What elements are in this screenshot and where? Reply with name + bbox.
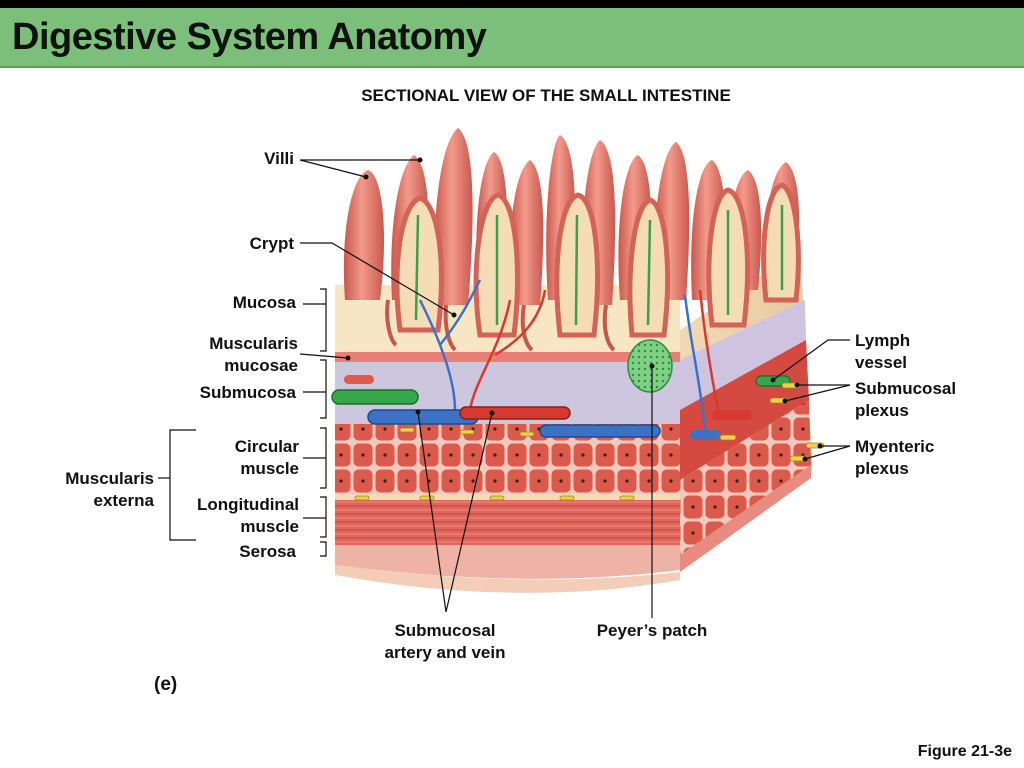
label-submucosal-artery-vein: Submucosal artery and vein [384,621,506,662]
villi-group [343,128,801,352]
slide-title: Digestive System Anatomy [12,16,487,58]
label-villi: Villi [264,149,294,168]
label-submucosa: Submucosa [199,383,296,402]
leader-end-dots [345,157,823,462]
label-longitudinal-muscle: Longitudinal muscle [197,495,299,536]
label-mucosa: Mucosa [232,293,296,312]
label-muscularis-mucosae: Muscularis mucosae [209,334,298,375]
label-peyers-patch: Peyer’s patch [596,621,708,640]
panel-letter: (e) [154,674,178,695]
figure-reference: Figure 21-3e [917,743,1012,760]
leader-lines [158,159,851,618]
label-circular-muscle: Circular muscle [234,437,299,478]
label-muscularis-externa: Muscularis externa [65,469,154,510]
label-lymph-vessel: Lymph vessel [855,331,911,372]
figure-subtitle: SECTIONAL VIEW OF THE SMALL INTESTINE [361,86,731,105]
top-border [0,0,1024,8]
label-serosa: Serosa [239,542,296,561]
mucosal-vessels [418,279,722,431]
label-myenteric-plexus: Myenteric plexus [855,437,935,478]
label-crypt: Crypt [249,234,294,253]
label-submucosal-plexus: Submucosal plexus [855,379,957,420]
slide-header: Digestive System Anatomy [0,8,1024,68]
